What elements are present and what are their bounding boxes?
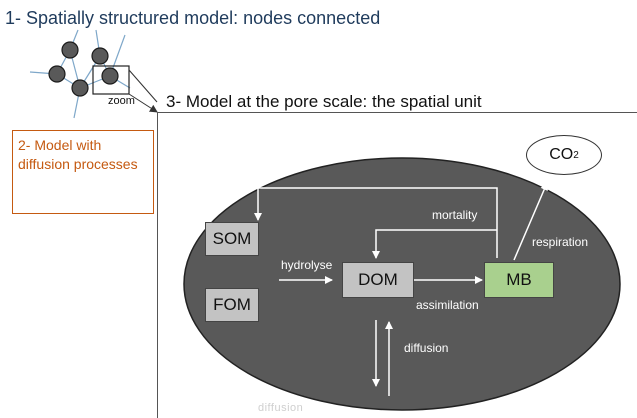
- diffusion-model-box: [12, 130, 154, 214]
- mortality-label: mortality: [432, 208, 478, 222]
- title-spatial-model: 1- Spatially structured model: nodes con…: [5, 8, 381, 28]
- diffusion-model-line1: 2- Model with: [18, 137, 102, 153]
- respiration-label: respiration: [532, 235, 589, 249]
- network-node: [48, 65, 66, 83]
- mortality-to-som-arrow: [254, 187, 498, 258]
- diffusion-model-line2: diffusion processes: [18, 156, 138, 172]
- pore-scale-panel: [157, 112, 637, 418]
- co2-text: CO: [549, 146, 574, 163]
- network-node: [71, 79, 89, 97]
- network-node: [61, 41, 79, 59]
- dom-node: DOM: [342, 262, 414, 298]
- co2-subscript: 2: [573, 149, 579, 161]
- mb-node: MB: [484, 262, 554, 298]
- diffusion-model-label: 2- Model with diffusion processes: [18, 136, 153, 174]
- network-node: [91, 47, 109, 65]
- network-node: [101, 67, 119, 85]
- respiration-arrow: [513, 182, 548, 261]
- fom-node: FOM: [205, 288, 259, 322]
- som-node: SOM: [205, 222, 259, 256]
- hydrolyse-label: hydrolyse: [281, 258, 333, 272]
- zoom-label: zoom: [108, 95, 135, 107]
- zoom-box: [92, 65, 130, 95]
- diffusion-label: diffusion: [404, 341, 449, 355]
- zoom-connector-2: [128, 93, 158, 113]
- network-nodes: [48, 41, 119, 97]
- zoom-connector: [128, 69, 158, 103]
- diffusion-faded-label: diffusion: [258, 402, 304, 414]
- title-pore-scale: 3- Model at the pore scale: the spatial …: [166, 92, 482, 111]
- assimilation-label: assimilation: [416, 298, 479, 312]
- mortality-to-dom-arrow: [372, 229, 497, 259]
